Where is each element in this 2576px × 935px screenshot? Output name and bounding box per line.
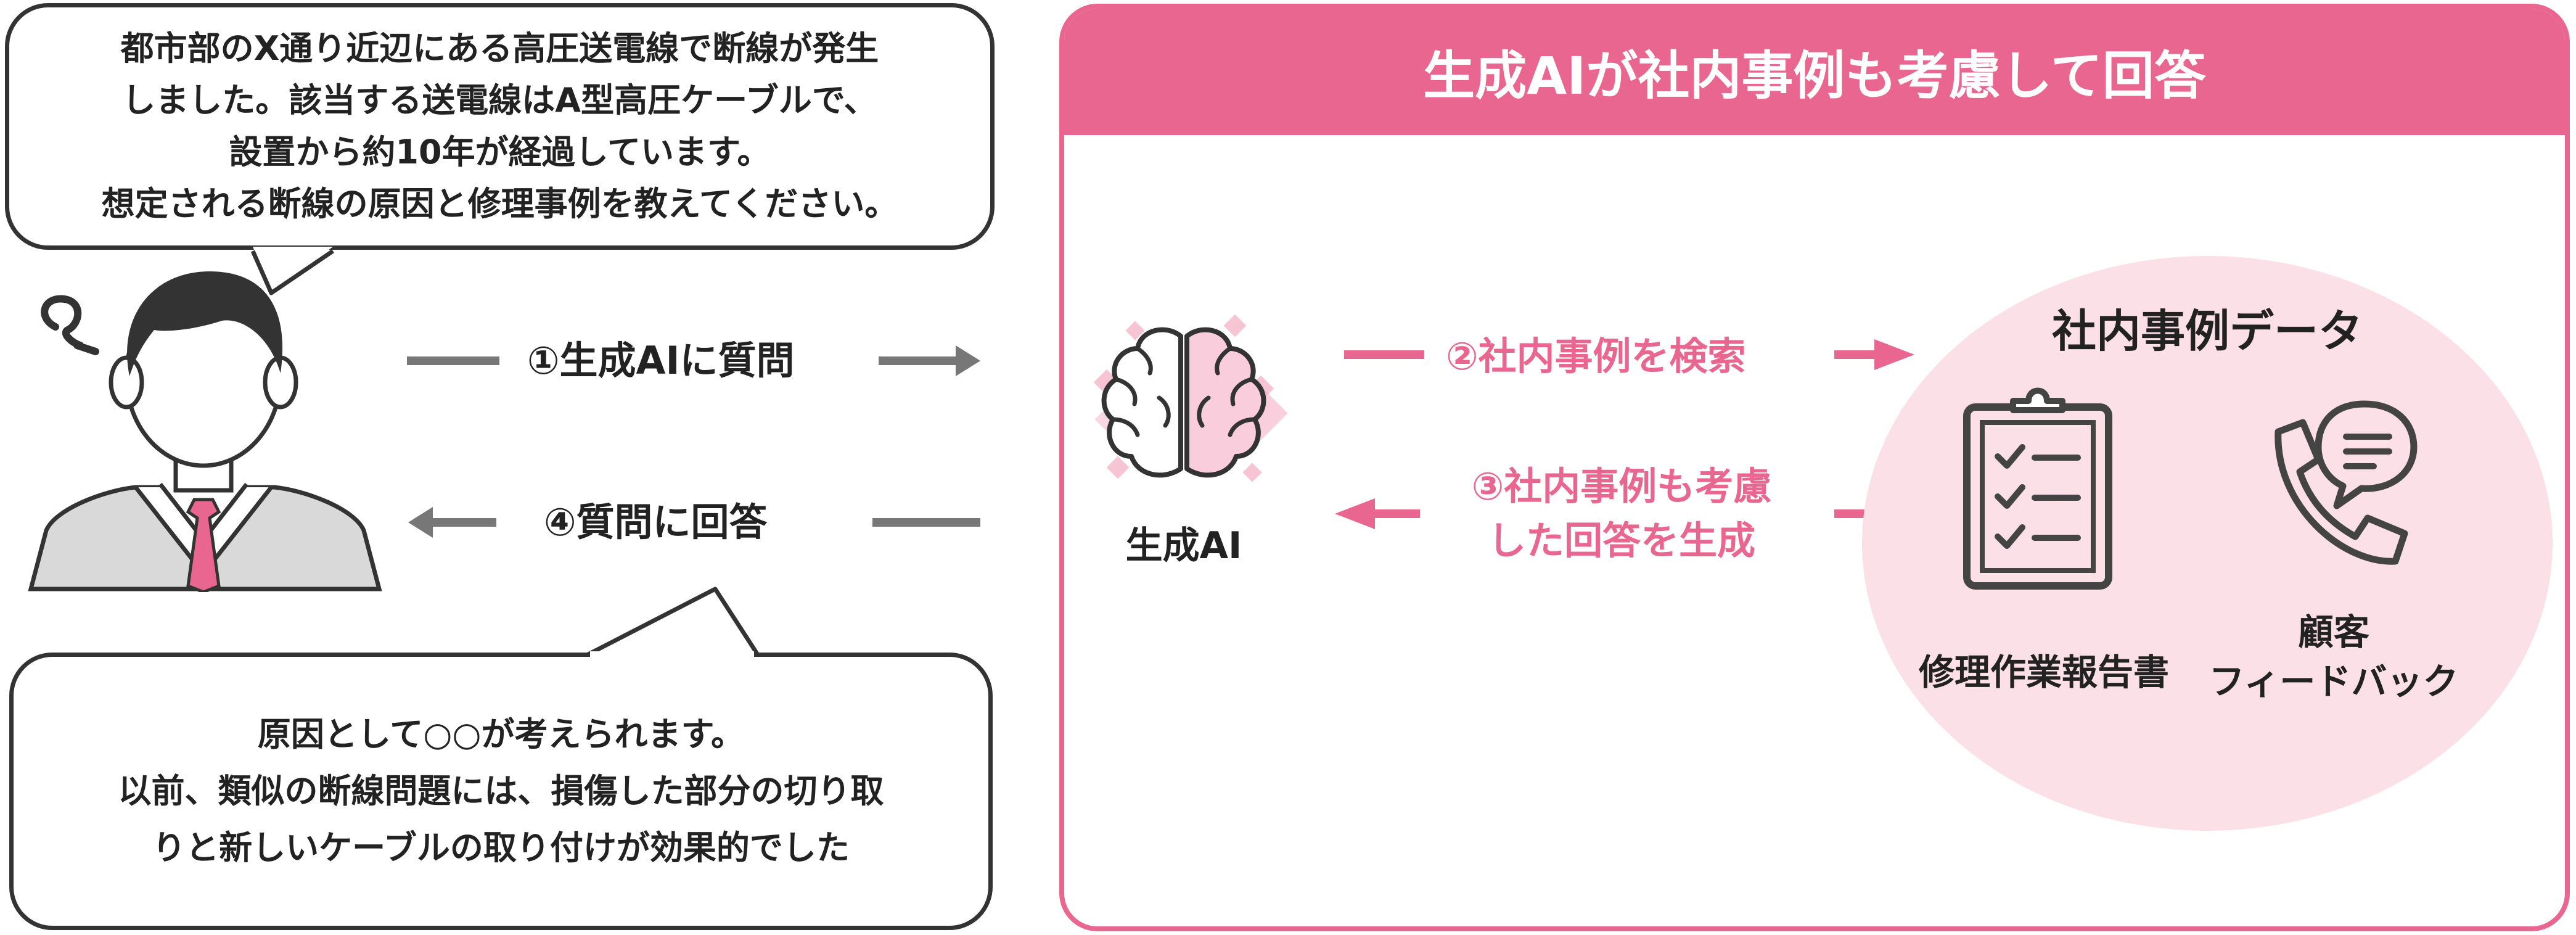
arrow-step3-label-line2: した回答を生成: [1487, 518, 1755, 563]
arrow-step2: [1344, 339, 1914, 370]
arrow-step2-line-left: [1344, 350, 1424, 359]
question-bubble: 都市部のX通り近辺にある高圧送電線で断線が発生 しました。該当する送電線はA型高…: [5, 3, 995, 250]
arrow-step3-head: [1335, 498, 1375, 529]
customer-feedback-label-line2: フィードバック: [2209, 661, 2459, 702]
arrow-step3-label: ③社内事例も考慮 した回答を生成: [1424, 459, 1819, 568]
answer-line-2: 以前、類似の断線問題には、損傷した部分の切り取: [118, 772, 884, 810]
customer-feedback-label-line1: 顧客: [2297, 611, 2369, 653]
phone-feedback-icon: [2275, 400, 2418, 565]
answer-bubble: 原因として○○が考えられます。 以前、類似の断線問題には、損傷した部分の切り取 …: [9, 653, 993, 930]
ai-label: 生成AI: [1125, 524, 1242, 567]
repair-report-label: 修理作業報告書: [1918, 651, 2169, 693]
arrow-step3-label-line1: ③社内事例も考慮: [1471, 464, 1772, 509]
arrow-step4-line-left: [432, 518, 496, 527]
arrow-step3-line-left: [1374, 509, 1420, 518]
arrow-step4-label: ④質問に回答: [544, 500, 768, 545]
arrow-step4-head: [408, 507, 433, 538]
panel-title: 生成AIが社内事例も考慮して回答: [1064, 9, 2565, 135]
arrow-step2-head: [1874, 339, 1914, 370]
arrow-step1-label: ①生成AIに質問: [527, 338, 795, 383]
answer-bubble-tail: [585, 587, 760, 660]
arrow-step2-label: ②社内事例を検索: [1446, 334, 1746, 379]
customer-feedback-label: 顧客 フィードバック: [2189, 608, 2479, 706]
arrow-step4: [408, 507, 980, 538]
arrow-step1-line-right: [879, 356, 959, 365]
database-circle: [1862, 256, 2553, 831]
answer-line-1: 原因として○○が考えられます。: [257, 715, 745, 754]
question-bubble-tail: [250, 247, 334, 295]
arrow-step1-head: [956, 345, 980, 376]
thinking-squiggle-icon: [41, 295, 99, 355]
answer-line-3: りと新しいケーブルの取り付けが効果的でした: [152, 828, 850, 867]
brain-icon: [1093, 314, 1288, 482]
question-line-4: 想定される断線の原因と修理事例を教えてください。: [101, 184, 898, 223]
arrow-step2-line-right: [1834, 350, 1877, 359]
person-icon: [28, 271, 382, 592]
arrow-step4-line-right: [872, 518, 980, 527]
question-line-1: 都市部のX通り近辺にある高圧送電線で断線が発生: [120, 29, 879, 68]
answer-bubble-tail-seam: [590, 651, 754, 659]
clipboard-icon: [1963, 387, 2112, 590]
database-title: 社内事例データ: [2051, 305, 2363, 357]
arrow-step1: [407, 345, 980, 376]
arrow-step1-line-left: [407, 356, 499, 365]
question-line-2: しました。該当する送電線はA型高圧ケーブルで、: [122, 81, 877, 120]
question-line-3: 設置から約10年が経過しています。: [229, 133, 771, 171]
